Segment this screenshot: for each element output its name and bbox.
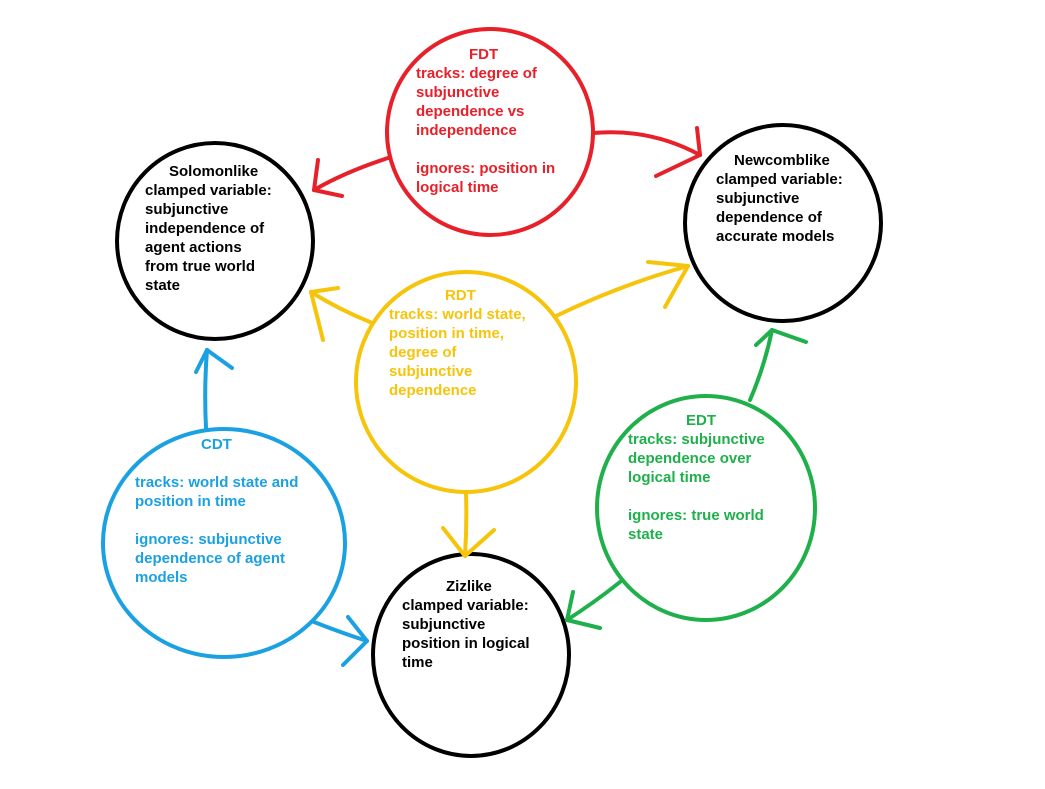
zizlike-title: Zizlike (446, 578, 492, 595)
edt-text-line: tracks: subjunctive (628, 431, 765, 448)
cdt-text-line: dependence of agent (135, 550, 286, 567)
cdt-title: CDT (201, 436, 232, 453)
edt-text-line: logical time (628, 469, 711, 486)
cdt-blank-line (135, 511, 298, 530)
newcomblike-circle (683, 123, 883, 323)
fdt-title: FDT (469, 46, 499, 63)
edt-node: EDT tracks: subjunctive dependence over log… (628, 411, 765, 544)
fdt-node: FDT tracks: degree of subjunctive dependenc… (416, 45, 555, 197)
cdt-node: CDT tracks: world state and position in ti… (135, 435, 298, 587)
edt-blank-line (628, 487, 765, 506)
rdt-title: RDT (445, 287, 476, 304)
rdt-text-line: dependence (389, 382, 477, 399)
edge-edt-zizlike (565, 580, 622, 630)
zizlike-circle (371, 552, 571, 758)
edge-edt-newcomblike (748, 328, 808, 402)
cdt-text-line: models (135, 569, 188, 586)
rdt-text-line: position in time, (389, 325, 504, 342)
cdt-text-line: position in time (135, 493, 246, 510)
solomonlike-text-line: clamped variable: (145, 182, 272, 199)
solomonlike-text-line: subjunctive (145, 201, 229, 218)
edt-text-line: state (628, 526, 664, 543)
edge-rdt-newcomblike (554, 260, 690, 318)
solomonlike-circle (115, 141, 315, 341)
solomonlike-text-line: state (145, 277, 181, 294)
fdt-text-line: dependence vs (416, 103, 525, 120)
rdt-text-line: tracks: world state, (389, 306, 526, 323)
solomonlike-text-line: agent actions (145, 239, 242, 256)
fdt-blank-line (416, 140, 555, 159)
edge-fdt-solomonlike (312, 156, 390, 198)
fdt-text-line: subjunctive (416, 84, 500, 101)
fdt-text-line: ignores: position in (416, 160, 556, 177)
newcomblike-text-line: clamped variable: (716, 171, 843, 188)
edge-cdt-zizlike (312, 615, 369, 667)
zizlike-text-line: subjunctive (402, 616, 486, 633)
newcomblike-node: Newcomblike clamped variable: subjunctive d… (716, 151, 843, 246)
cdt-blank-line (135, 454, 298, 473)
cdt-circle (101, 427, 347, 659)
cdt-text-line: ignores: subjunctive (135, 531, 282, 548)
rdt-node: RDT tracks: world state, position in time,… (389, 286, 526, 400)
cdt-text-line: tracks: world state and (135, 474, 299, 491)
solomonlike-text-line: from true world (145, 258, 256, 275)
newcomblike-text-line: dependence of (716, 209, 822, 226)
solomonlike-text-line: independence of (145, 220, 265, 237)
fdt-text-line: tracks: degree of (416, 65, 537, 82)
newcomblike-text-line: accurate models (716, 228, 835, 245)
edt-text-line: ignores: true world (628, 507, 764, 524)
solomonlike-title: Solomonlike (169, 163, 259, 180)
newcomblike-title: Newcomblike (734, 152, 830, 169)
edge-fdt-newcomblike (591, 126, 702, 178)
zizlike-text-line: time (402, 654, 433, 671)
edge-rdt-solomonlike (309, 286, 372, 342)
edt-text-line: dependence over (628, 450, 752, 467)
zizlike-text-line: position in logical (402, 635, 530, 652)
solomonlike-node: Solomonlike clamped variable: subjunctive i… (145, 162, 272, 295)
edge-rdt-zizlike (441, 491, 496, 558)
edt-circle (595, 394, 817, 622)
zizlike-node: Zizlike clamped variable: subjunctive posit… (402, 577, 530, 672)
fdt-text-line: independence (416, 122, 517, 139)
fdt-text-line: logical time (416, 179, 499, 196)
edge-cdt-solomonlike (194, 348, 234, 430)
edt-title: EDT (686, 412, 716, 429)
newcomblike-text-line: subjunctive (716, 190, 800, 207)
rdt-text-line: degree of (389, 344, 457, 361)
rdt-text-line: subjunctive (389, 363, 473, 380)
zizlike-text-line: clamped variable: (402, 597, 529, 614)
